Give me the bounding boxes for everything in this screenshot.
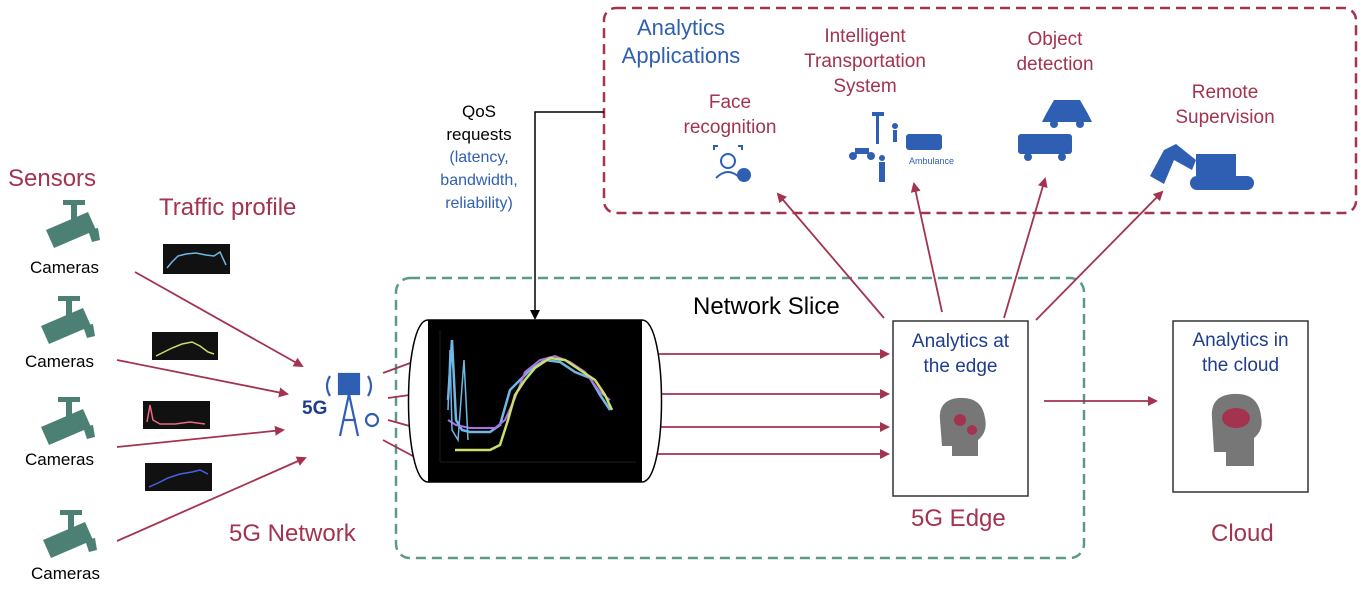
qos-label: QoS requests (latency, bandwidth, reliab… <box>420 100 538 215</box>
analytics-applications-frame <box>602 6 1358 215</box>
camera-label: Cameras <box>25 450 94 469</box>
network-title: 5G Network <box>229 520 356 547</box>
camera-icon <box>41 397 95 445</box>
tower-5g-label: 5G <box>302 398 328 419</box>
arrow-edge-remote <box>1035 190 1164 321</box>
brain-gears-icon <box>939 397 986 456</box>
edge-box-line1: Analytics at <box>911 331 1010 352</box>
camera-label: Cameras <box>30 258 99 277</box>
network-slice-frame <box>394 276 1086 560</box>
camera-icon <box>46 200 100 248</box>
arrow-camera-3 <box>116 425 285 448</box>
traffic-thumb-4 <box>145 463 212 491</box>
analytics-title: Analytics Applications <box>612 14 750 70</box>
app-label-line: Intelligent <box>824 26 906 47</box>
app-remote-supervision: Remote Supervision <box>1150 80 1300 130</box>
app-label-line: Transportation <box>804 51 926 72</box>
vehicle-icon <box>1018 100 1092 161</box>
traffic-profile-title: Traffic profile <box>159 194 297 221</box>
app-label-line: detection <box>1016 54 1094 75</box>
app-label-line: Supervision <box>1175 107 1275 128</box>
app-label-line: recognition <box>683 117 777 138</box>
arrow-edge-object <box>1003 177 1048 319</box>
edge-box-line2: the edge <box>923 356 998 377</box>
traffic-thumb-2 <box>152 332 218 360</box>
app-label-line: Remote <box>1191 82 1259 103</box>
qos-detail: reliability) <box>445 195 513 212</box>
arrow-edge-its <box>910 182 943 313</box>
qos-connector-line <box>530 111 604 320</box>
slice-cylinder <box>407 319 663 483</box>
qos-detail: (latency, <box>449 149 509 166</box>
traffic-thumb-1 <box>163 244 230 274</box>
app-intelligent-transportation: Intelligent Transportation System <box>790 24 940 99</box>
arrow-camera-1 <box>134 271 304 367</box>
edge-title: 5G Edge <box>911 505 1006 532</box>
analytics-title-line2: Applications <box>621 43 741 68</box>
qos-line1: QoS <box>461 102 497 121</box>
qos-detail: bandwidth, <box>440 172 518 189</box>
camera-icon <box>43 510 97 558</box>
app-label-line: Face <box>708 92 752 113</box>
cloud-box-line1: Analytics in <box>1192 330 1289 351</box>
brain-cloud-icon <box>1211 393 1262 466</box>
cloud-title: Cloud <box>1211 520 1274 547</box>
cloud-box-line2: the cloud <box>1201 355 1280 376</box>
arrow-camera-4 <box>116 456 307 542</box>
camera-icon <box>41 296 95 344</box>
excavator-icon <box>1150 144 1254 190</box>
face-recognition-icon <box>713 145 751 182</box>
app-label-line: Object <box>1027 29 1083 50</box>
arrow-edge-face <box>776 192 885 319</box>
transportation-icon <box>849 112 942 182</box>
app-object-detection: Object detection <box>1000 27 1110 77</box>
analytics-title-line1: Analytics <box>636 15 726 40</box>
tower-icon <box>325 372 380 437</box>
camera-label: Cameras <box>25 352 94 371</box>
traffic-thumb-3 <box>143 401 210 429</box>
network-slice-title: Network Slice <box>693 293 840 320</box>
app-label-line: System <box>833 76 897 97</box>
qos-line2: requests <box>446 125 512 144</box>
edge-box-label: Analytics at the edge <box>893 329 1028 379</box>
cloud-box-label: Analytics in the cloud <box>1173 328 1308 378</box>
ambulance-badge: Ambulance <box>909 156 955 166</box>
camera-label: Cameras <box>31 564 100 583</box>
sensors-title: Sensors <box>8 165 97 192</box>
app-face-recognition: Face recognition <box>660 90 800 140</box>
arrow-camera-2 <box>116 359 289 398</box>
